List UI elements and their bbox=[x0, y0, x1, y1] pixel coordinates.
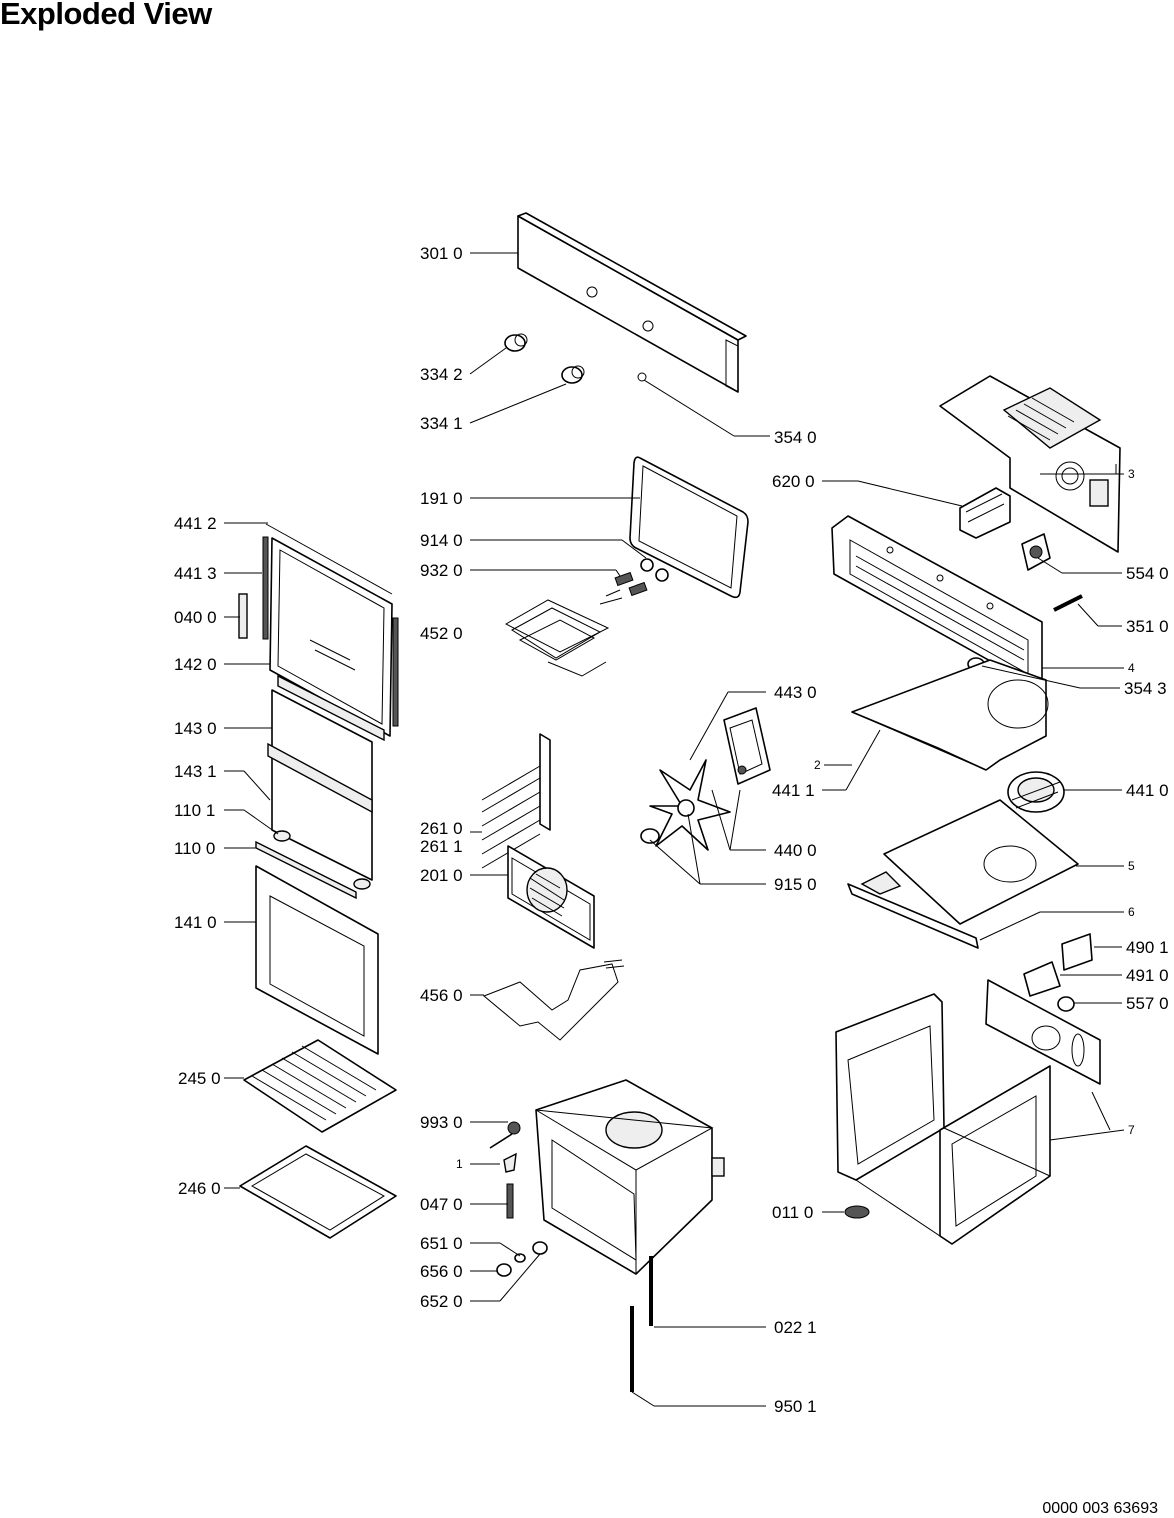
part-front-frame bbox=[831, 515, 1043, 683]
callout-491-0: 491 0 bbox=[1126, 966, 1169, 985]
callout-354-0: 354 0 bbox=[774, 428, 817, 447]
part-rear-panel bbox=[507, 845, 595, 949]
callout-261-0: 261 0 bbox=[420, 819, 463, 838]
callout-914-0: 914 0 bbox=[420, 531, 463, 550]
callout-191-0: 191 0 bbox=[420, 489, 463, 508]
callout-652-0: 652 0 bbox=[420, 1292, 463, 1311]
callout-932-0: 932 0 bbox=[420, 561, 463, 580]
callout-047-0: 047 0 bbox=[420, 1195, 463, 1214]
leader-lines bbox=[224, 252, 1125, 1407]
callout-620-0: 620 0 bbox=[772, 472, 815, 491]
part-control-panel bbox=[517, 212, 747, 393]
callout-141-0: 141 0 bbox=[174, 913, 217, 932]
callout-452-0: 452 0 bbox=[420, 624, 463, 643]
callout-110-1: 110 1 bbox=[174, 801, 215, 820]
assembly-ref-6: 6 bbox=[1128, 905, 1135, 919]
callout-011-0: 011 0 bbox=[772, 1203, 813, 1222]
part-side-racks bbox=[481, 733, 551, 869]
callout-993-0: 993 0 bbox=[420, 1113, 463, 1132]
part-oven-cavity bbox=[535, 1079, 725, 1392]
callout-246-0: 246 0 bbox=[178, 1179, 221, 1198]
callout-656-0: 656 0 bbox=[420, 1262, 463, 1281]
part-door-gasket bbox=[629, 456, 749, 599]
document-number: 0000 003 63693 bbox=[1042, 1500, 1158, 1517]
part-fan-motor bbox=[640, 707, 771, 851]
callout-441-0: 441 0 bbox=[1126, 781, 1169, 800]
part-door-assembly bbox=[238, 523, 399, 1055]
callout-557-0: 557 0 bbox=[1126, 994, 1169, 1013]
part-electronics bbox=[1023, 933, 1093, 1012]
callout-334-1: 334 1 bbox=[420, 414, 463, 433]
callout-040-0: 040 0 bbox=[174, 608, 217, 627]
assembly-ref-5: 5 bbox=[1128, 859, 1135, 873]
callout-labels: 301 0 334 2 334 1 354 0 191 0 914 0 932 … bbox=[174, 244, 1169, 1416]
assembly-ref-3: 3 bbox=[1128, 467, 1135, 481]
part-grill-element bbox=[504, 589, 623, 677]
callout-201-0: 201 0 bbox=[420, 866, 463, 885]
part-heat-shield bbox=[847, 799, 1079, 949]
callout-022-1: 022 1 bbox=[774, 1318, 817, 1337]
callout-301-0: 301 0 bbox=[420, 244, 463, 263]
part-top-cover bbox=[939, 375, 1121, 553]
callout-440-0: 440 0 bbox=[774, 841, 817, 860]
callout-261-1: 261 1 bbox=[420, 837, 463, 856]
callout-456-0: 456 0 bbox=[420, 986, 463, 1005]
callout-950-1: 950 1 bbox=[774, 1397, 817, 1416]
part-baking-tray bbox=[239, 1145, 397, 1239]
callout-915-0: 915 0 bbox=[774, 875, 817, 894]
callout-490-1: 490 1 bbox=[1126, 938, 1169, 957]
part-wire-shelf bbox=[243, 1039, 397, 1133]
callout-143-1: 143 1 bbox=[174, 762, 217, 781]
callout-443-0: 443 0 bbox=[774, 683, 817, 702]
callout-334-2: 334 2 bbox=[420, 365, 463, 384]
part-fan-cover bbox=[851, 659, 1065, 813]
callout-554-0: 554 0 bbox=[1126, 564, 1169, 583]
callout-441-2: 441 2 bbox=[174, 514, 217, 533]
part-oven-body bbox=[835, 979, 1101, 1245]
assembly-ref-4: 4 bbox=[1128, 661, 1135, 675]
callout-110-0: 110 0 bbox=[174, 839, 215, 858]
callout-143-0: 143 0 bbox=[174, 719, 217, 738]
callout-245-0: 245 0 bbox=[178, 1069, 221, 1088]
part-bottom-element bbox=[483, 959, 625, 1041]
part-knobs bbox=[504, 333, 585, 384]
callout-651-0: 651 0 bbox=[420, 1234, 463, 1253]
assembly-ref-7: 7 bbox=[1128, 1123, 1135, 1137]
assembly-ref-2: 2 bbox=[814, 758, 821, 772]
part-fittings bbox=[614, 558, 669, 597]
callout-351-0: 351 0 bbox=[1126, 617, 1169, 636]
callout-441-1: 441 1 bbox=[772, 781, 815, 800]
assembly-ref-1: 1 bbox=[456, 1157, 463, 1171]
callout-354-3: 354 3 bbox=[1124, 679, 1167, 698]
part-small-fittings bbox=[489, 1121, 548, 1277]
callout-142-0: 142 0 bbox=[174, 655, 217, 674]
page-title: Exploded View bbox=[0, 0, 212, 31]
callout-441-3: 441 3 bbox=[174, 564, 217, 583]
